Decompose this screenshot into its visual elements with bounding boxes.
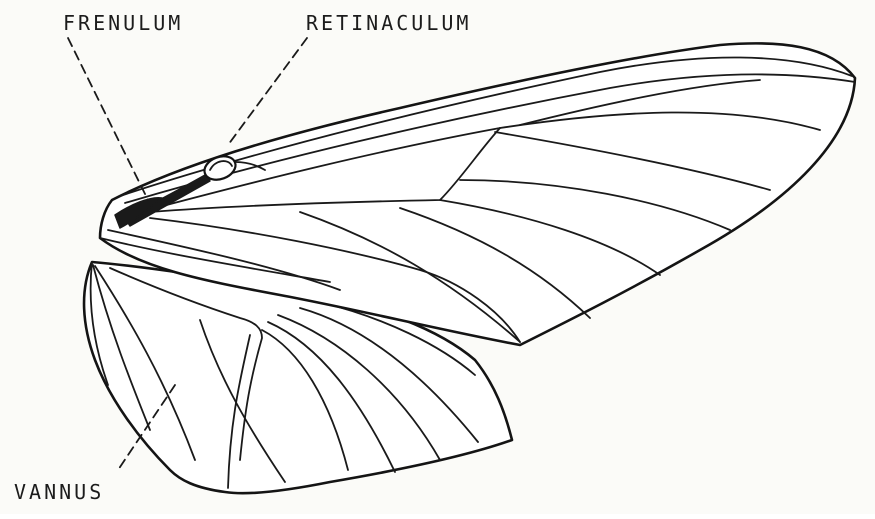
retinaculum-leader [228, 38, 307, 145]
retinaculum-label: RETINACULUM [306, 11, 471, 35]
frenulum-label: FRENULUM [63, 11, 183, 35]
vannus-label: VANNUS [14, 480, 104, 504]
frenulum-leader [68, 38, 148, 200]
